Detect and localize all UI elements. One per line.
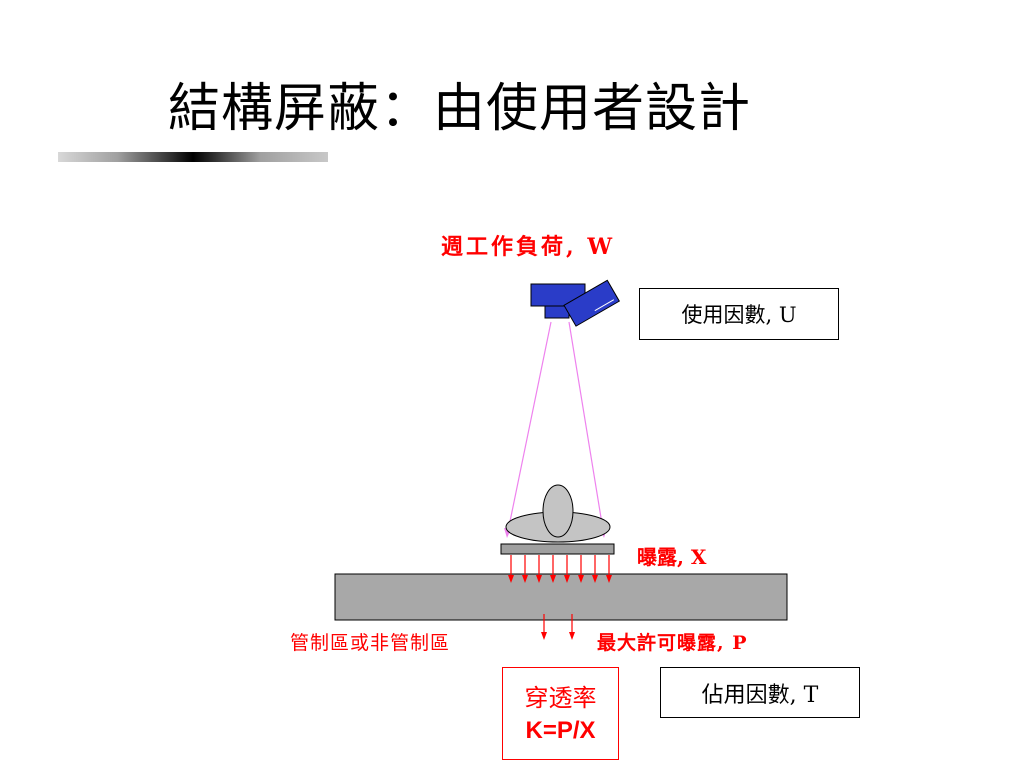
area-label: 管制區或非管制區: [290, 632, 451, 654]
workload-label: 週工作負荷, W: [441, 234, 616, 260]
transmission-box: 穿透率 K=P/X: [502, 667, 619, 760]
title-underline-bar: [58, 152, 328, 162]
shield-wall: [334, 573, 788, 621]
patient-table: [500, 543, 615, 555]
exposure-label: 曝露, X: [637, 545, 707, 569]
slide-title: 結構屏蔽：由使用者設計: [168, 79, 752, 139]
occupancy-factor-box: 佔用因數, T: [660, 667, 860, 718]
transmitted-arrows: [541, 614, 575, 640]
exposure-arrows: [508, 555, 612, 583]
use-factor-box: 使用因數, U: [639, 288, 839, 340]
transmission-title: 穿透率: [524, 684, 597, 712]
transmission-formula: K=P/X: [525, 717, 596, 744]
patient-icon: [505, 484, 611, 543]
max-exposure-label: 最大許可曝露, P: [597, 632, 748, 654]
xray-tube-icon: [530, 279, 620, 327]
